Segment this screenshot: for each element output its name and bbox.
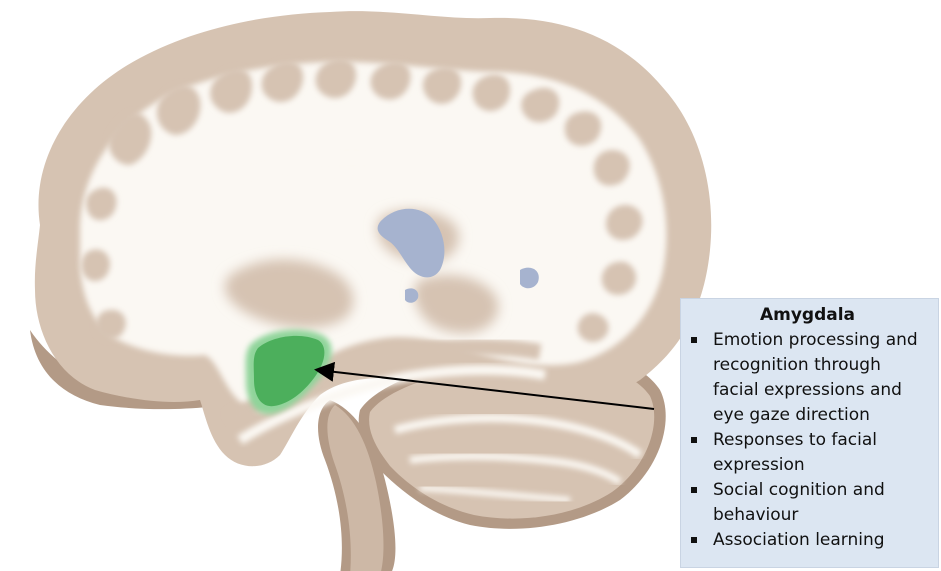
- function-item: Social cognition and behaviour: [687, 478, 928, 528]
- function-item: Emotion processing and recognition throu…: [687, 328, 928, 428]
- square-bullet-icon: [691, 337, 697, 343]
- function-item: Responses to facial expression: [687, 428, 928, 478]
- function-text: Responses to facial expression: [713, 430, 877, 475]
- function-text: Social cognition and behaviour: [713, 480, 885, 525]
- square-bullet-icon: [691, 537, 697, 543]
- function-text: Association learning: [713, 530, 885, 550]
- info-box-title: Amygdala: [687, 305, 928, 326]
- function-text: Emotion processing and recognition throu…: [713, 330, 918, 425]
- function-list: Emotion processing and recognition throu…: [687, 328, 928, 553]
- function-item: Association learning: [687, 528, 928, 553]
- square-bullet-icon: [691, 437, 697, 443]
- square-bullet-icon: [691, 487, 697, 493]
- amygdala-info-box: Amygdala Emotion processing and recognit…: [680, 298, 939, 568]
